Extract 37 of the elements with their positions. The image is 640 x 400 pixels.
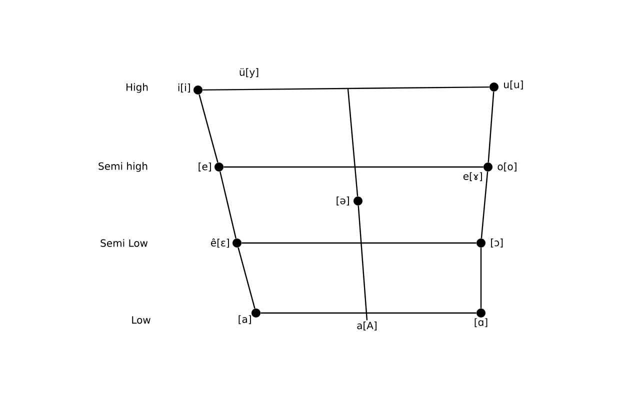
vowel-label: ê[ɛ] [211,238,229,248]
vowel-label: o[o] [498,162,516,172]
height-label: High [126,83,148,93]
vowel-label: [ɑ] [474,318,488,328]
vowel-dot [194,86,202,94]
chart-line [224,166,484,168]
vowel-dot [476,238,486,248]
vowel-dot [354,196,362,206]
vowel-dot [252,308,260,318]
chart-line [238,247,256,309]
chart-line [220,171,236,239]
chart-line [358,206,368,320]
height-label: Low [132,316,150,324]
chart-line [347,88,358,196]
vowel-label: [e] [198,162,211,172]
vowel-label: [a] [238,315,251,324]
vowel-dot [484,162,492,172]
vowel-label: [ə] [336,196,349,206]
vowel-dot [214,162,224,172]
vowel-dot [490,82,498,92]
vowel-dot [232,238,242,248]
chart-line [202,86,490,91]
chart-line [260,312,476,314]
chart-line [480,248,482,308]
vowel-label: [ɔ] [491,238,503,248]
chart-line [198,94,218,163]
vowel-label: ü[y] [240,68,258,78]
height-label: Semi Low [100,239,148,247]
chart-line [488,92,494,162]
vowel-label: i[i] [178,84,190,92]
vowel-label: e[ɤ] [463,172,482,182]
vowel-label: a[A] [357,322,377,330]
vowel-label: u[u] [504,80,523,90]
vowel-dot [476,308,486,318]
chart-line [242,242,476,244]
height-label: Semi high [98,162,148,172]
chart-line [480,172,488,238]
